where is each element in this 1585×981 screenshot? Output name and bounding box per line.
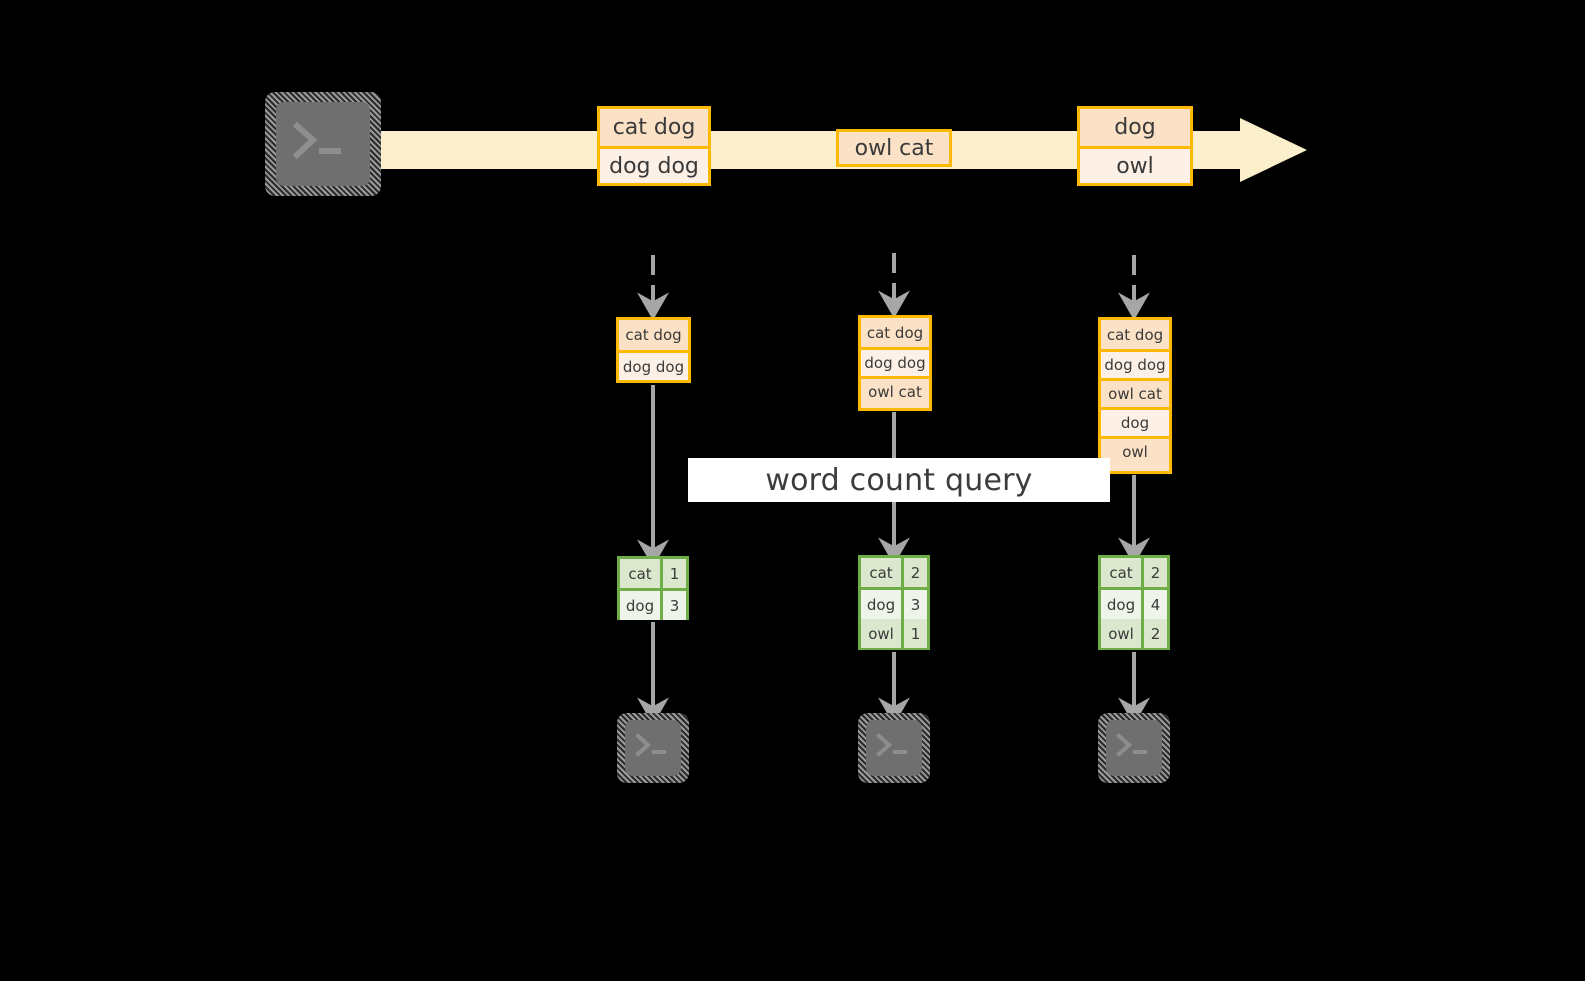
sink-terminal-icon-1 bbox=[617, 713, 689, 783]
table-row: owl 2 bbox=[1101, 616, 1167, 648]
timeline-message-line: dog dog bbox=[600, 146, 708, 183]
word-cell: dog bbox=[1101, 590, 1144, 619]
word-count-table-3[interactable]: cat 2 dog 4 owl 2 bbox=[1098, 555, 1170, 650]
table-row: owl 1 bbox=[861, 616, 927, 648]
stack-row: dog dog bbox=[1101, 349, 1169, 378]
count-cell: 4 bbox=[1144, 590, 1167, 619]
count-cell: 1 bbox=[904, 619, 927, 648]
stack-row: cat dog bbox=[1101, 320, 1169, 349]
table-row: cat 2 bbox=[861, 558, 927, 587]
stack-row: cat dog bbox=[619, 320, 688, 350]
stack-row: dog dog bbox=[619, 350, 688, 380]
stack-row: cat dog bbox=[861, 318, 929, 347]
timeline-message-line: owl cat bbox=[839, 132, 949, 164]
count-cell: 2 bbox=[1144, 619, 1167, 648]
word-cell: dog bbox=[861, 590, 904, 619]
stack-row: owl bbox=[1101, 436, 1169, 465]
word-cell: owl bbox=[1101, 619, 1144, 648]
snapshot-stack-2[interactable]: cat dog dog dog owl cat bbox=[858, 315, 932, 411]
stack-row: owl cat bbox=[1101, 378, 1169, 407]
table-row: dog 4 bbox=[1101, 587, 1167, 619]
count-cell: 1 bbox=[663, 559, 686, 588]
timeline-message-line: dog bbox=[1080, 109, 1190, 146]
snapshot-stack-3[interactable]: cat dog dog dog owl cat dog owl bbox=[1098, 317, 1172, 474]
word-cell: dog bbox=[620, 591, 663, 620]
terminal-body bbox=[866, 720, 922, 776]
word-cell: cat bbox=[861, 558, 904, 587]
count-cell: 2 bbox=[1144, 558, 1167, 587]
word-cell: owl bbox=[861, 619, 904, 648]
timeline-message-line: cat dog bbox=[600, 109, 708, 146]
word-count-table-1[interactable]: cat 1 dog 3 bbox=[617, 556, 689, 620]
count-cell: 3 bbox=[663, 591, 686, 620]
word-cell: cat bbox=[620, 559, 663, 588]
terminal-body bbox=[1106, 720, 1162, 776]
source-terminal-icon bbox=[265, 92, 381, 196]
table-row: dog 3 bbox=[620, 588, 686, 620]
word-count-table-2[interactable]: cat 2 dog 3 owl 1 bbox=[858, 555, 930, 650]
table-row: cat 2 bbox=[1101, 558, 1167, 587]
sink-terminal-icon-3 bbox=[1098, 713, 1170, 783]
terminal-prompt-icon bbox=[292, 121, 341, 160]
count-cell: 3 bbox=[904, 590, 927, 619]
timeline-message-line: owl bbox=[1080, 146, 1190, 183]
terminal-prompt-icon bbox=[1116, 733, 1147, 757]
stack-row: owl cat bbox=[861, 376, 929, 405]
timeline-message-2[interactable]: owl cat bbox=[836, 129, 952, 167]
table-row: dog 3 bbox=[861, 587, 927, 619]
timeline-message-1[interactable]: cat dog dog dog bbox=[597, 106, 711, 186]
count-cell: 2 bbox=[904, 558, 927, 587]
stack-row: dog dog bbox=[861, 347, 929, 376]
stack-row: dog bbox=[1101, 407, 1169, 436]
table-row: cat 1 bbox=[620, 559, 686, 588]
terminal-prompt-icon bbox=[876, 733, 907, 757]
word-count-query-label: word count query bbox=[688, 458, 1110, 502]
timeline-message-3[interactable]: dog owl bbox=[1077, 106, 1193, 186]
snapshot-stack-1[interactable]: cat dog dog dog bbox=[616, 317, 691, 383]
terminal-body bbox=[276, 102, 370, 186]
sink-terminal-icon-2 bbox=[858, 713, 930, 783]
terminal-prompt-icon bbox=[635, 733, 666, 757]
terminal-body bbox=[625, 720, 681, 776]
word-cell: cat bbox=[1101, 558, 1144, 587]
stream-flow-arrow bbox=[360, 118, 1307, 182]
